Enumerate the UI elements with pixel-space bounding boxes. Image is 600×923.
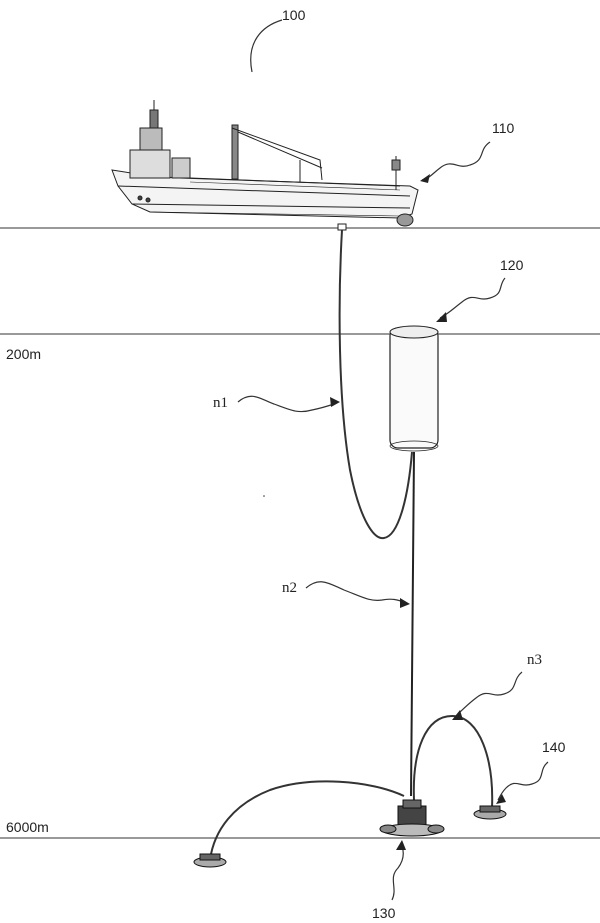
depth-label-200m: 200m [6,346,41,362]
arrowhead-n1 [330,397,340,407]
arrowhead-130 [396,840,406,850]
buoy-icon [389,325,439,452]
arrowhead-140 [496,794,506,804]
label-n3: n3 [527,652,542,668]
seabed-pad-icon [473,805,507,820]
leader-110 [421,141,491,181]
label-n2: n2 [282,580,297,596]
depth-label-6000m: 6000m [6,819,49,835]
ship-icon [111,100,419,227]
label-110: 110 [492,120,515,136]
label-100: 100 [282,7,306,23]
cable-n3 [412,714,494,809]
cable-left [209,780,405,861]
cable-n2 [410,451,415,797]
speck-dot [263,495,265,497]
leader-130 [391,845,404,901]
label-120: 120 [500,257,524,273]
leader-100 [250,19,283,73]
seabed-hub-icon [379,799,445,837]
launch-point-marker [337,223,347,231]
arrowhead-110 [420,174,430,183]
arrowhead-n3 [452,710,463,720]
label-n1: n1 [213,395,228,411]
label-140: 140 [542,739,566,755]
seabed-pad-left-icon [193,853,227,868]
leader-n2 [305,581,405,603]
arrowhead-120 [436,312,447,322]
leader-n3 [455,671,523,717]
label-130: 130 [372,905,396,921]
leader-n1 [237,395,335,413]
arrowhead-n2 [400,598,410,608]
cable-n1 [338,229,413,540]
leader-140 [497,761,549,801]
leader-120 [439,277,506,319]
